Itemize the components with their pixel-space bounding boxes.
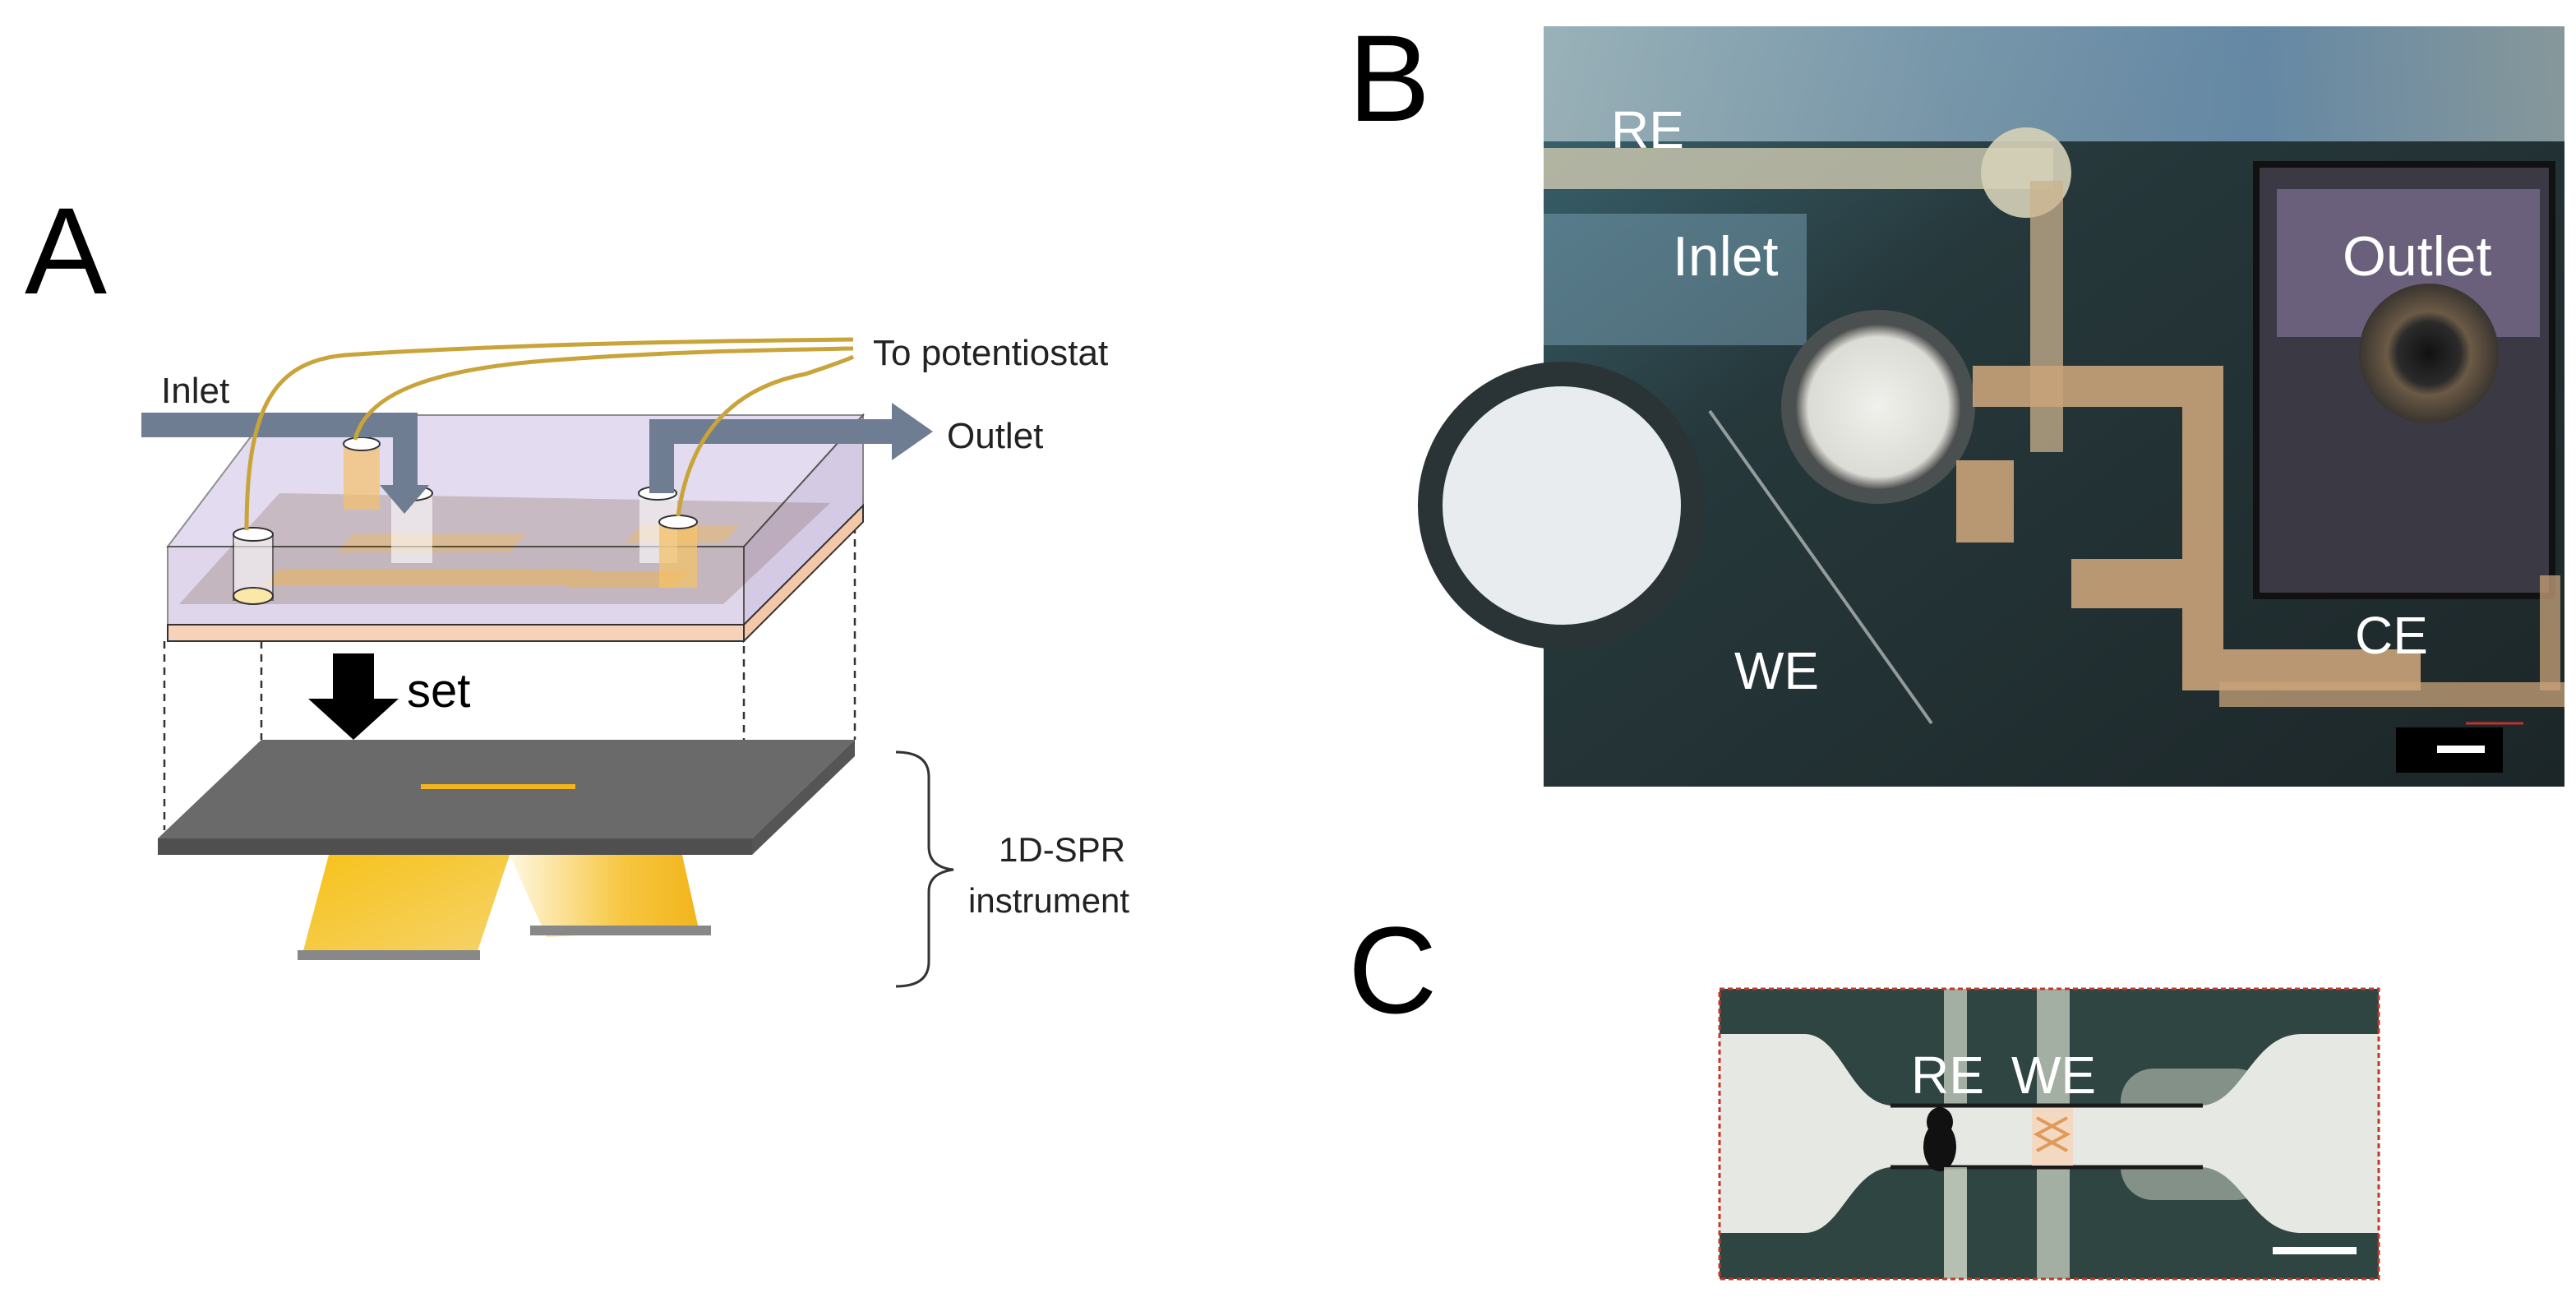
instrument-brace xyxy=(895,750,954,988)
sensor-plate xyxy=(158,740,855,855)
label-instrument-1: 1D-SPR xyxy=(999,830,1125,869)
panel-c-photo: RE WE xyxy=(1718,987,2380,1281)
panel-c-border xyxy=(1718,987,2380,1281)
label-outlet: Outlet xyxy=(947,416,1043,456)
photo-label-outlet: Outlet xyxy=(2343,225,2492,288)
inlet-flow-arrow xyxy=(141,413,429,514)
photo-c-label-we: WE xyxy=(2011,1046,2096,1105)
set-arrow xyxy=(308,653,399,740)
label-inlet: Inlet xyxy=(161,371,229,411)
photo-label-we: WE xyxy=(1734,641,1819,700)
panel-a-letter: A xyxy=(25,182,108,320)
alignment-guides xyxy=(163,526,856,830)
panel-c-letter: C xyxy=(1348,901,1438,1039)
photo-label-ce: CE xyxy=(2355,606,2428,665)
outlet-flow-arrow xyxy=(649,403,933,493)
label-instrument-2: instrument xyxy=(968,881,1129,920)
panel-a-diagram: Inlet To potentiostat Outlet set 1D-SPR … xyxy=(141,333,1129,988)
photo-label-re: RE xyxy=(1611,100,1684,159)
pdms-lid xyxy=(165,413,866,627)
label-to-potentiostat: To potentiostat xyxy=(873,333,1108,373)
spr-prisms xyxy=(298,855,711,960)
potentiostat-wires xyxy=(244,337,855,531)
panel-b-photo: RE Inlet Outlet WE CE xyxy=(1418,26,2564,787)
photo-label-inlet: Inlet xyxy=(1673,225,1779,288)
panel-b-scale-bar xyxy=(2437,746,2485,753)
label-set: set xyxy=(407,664,470,718)
panel-b-letter: B xyxy=(1348,9,1431,147)
wells xyxy=(233,436,698,605)
panel-c-scale-bar xyxy=(2273,1247,2357,1254)
photo-c-label-re: RE xyxy=(1911,1046,1984,1105)
